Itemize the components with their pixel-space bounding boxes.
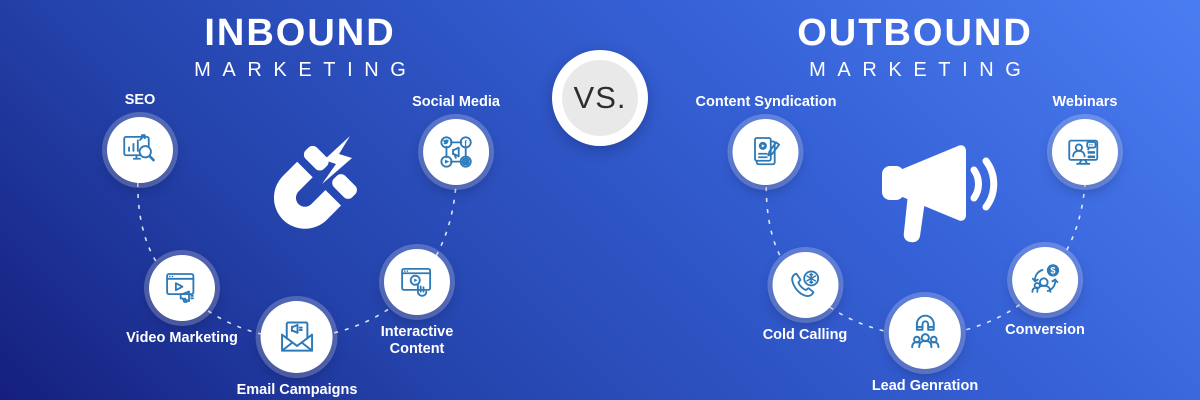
conversion-icon: $ [1011,247,1078,313]
email-campaigns-icon [261,301,333,373]
node-label: SEO [124,92,156,108]
social-media-icon: f [423,119,489,186]
node-video-marketing: Video Marketing [126,255,238,347]
cold-calling-icon [772,252,838,318]
node-interactive-content: Interactive Content [361,249,473,358]
node-seo: SEO [107,92,173,184]
interactive-content-icon [384,249,450,315]
svg-text:f: f [464,139,467,148]
node-label: Social Media [412,94,500,110]
node-label: Cold Calling [762,327,848,343]
node-label: Conversion [1005,322,1085,338]
node-email-campaigns: Email Campaigns [236,301,358,399]
node-content-syndication: Content Syndication [695,94,837,186]
node-conversion: $ Conversion [1005,247,1085,339]
node-label: Interactive Content [380,324,454,358]
outbound-title-block: OUTBOUND MARKETING [797,12,1033,82]
inbound-title: INBOUND [204,12,396,54]
lead-generation-icon [888,297,961,369]
node-label: Video Marketing [126,330,238,346]
content-syndication-icon [732,119,799,186]
node-label: Webinars [1052,94,1118,110]
inbound-subtitle: MARKETING [194,58,418,81]
svg-text:$: $ [1050,266,1055,276]
megaphone-icon [874,140,1006,260]
node-label: Lead Genration [871,378,979,394]
node-social-media: Social Media f [412,94,500,186]
node-label: Email Campaigns [236,382,358,398]
outbound-title: OUTBOUND [797,12,1033,54]
node-lead-generation: Lead Genration [872,297,978,395]
webinars-icon [1052,119,1118,186]
outbound-subtitle: MARKETING [809,58,1033,81]
vs-badge: VS. [552,50,648,146]
video-marketing-icon [149,255,215,321]
magnet-lightning-icon [248,128,368,253]
inbound-title-block: INBOUND MARKETING [183,12,418,82]
vs-label: VS. [562,60,638,136]
seo-icon [107,117,173,184]
node-label: Content Syndication [695,94,837,110]
node-cold-calling: Cold Calling [758,252,853,344]
node-webinars: Webinars [1052,94,1118,186]
